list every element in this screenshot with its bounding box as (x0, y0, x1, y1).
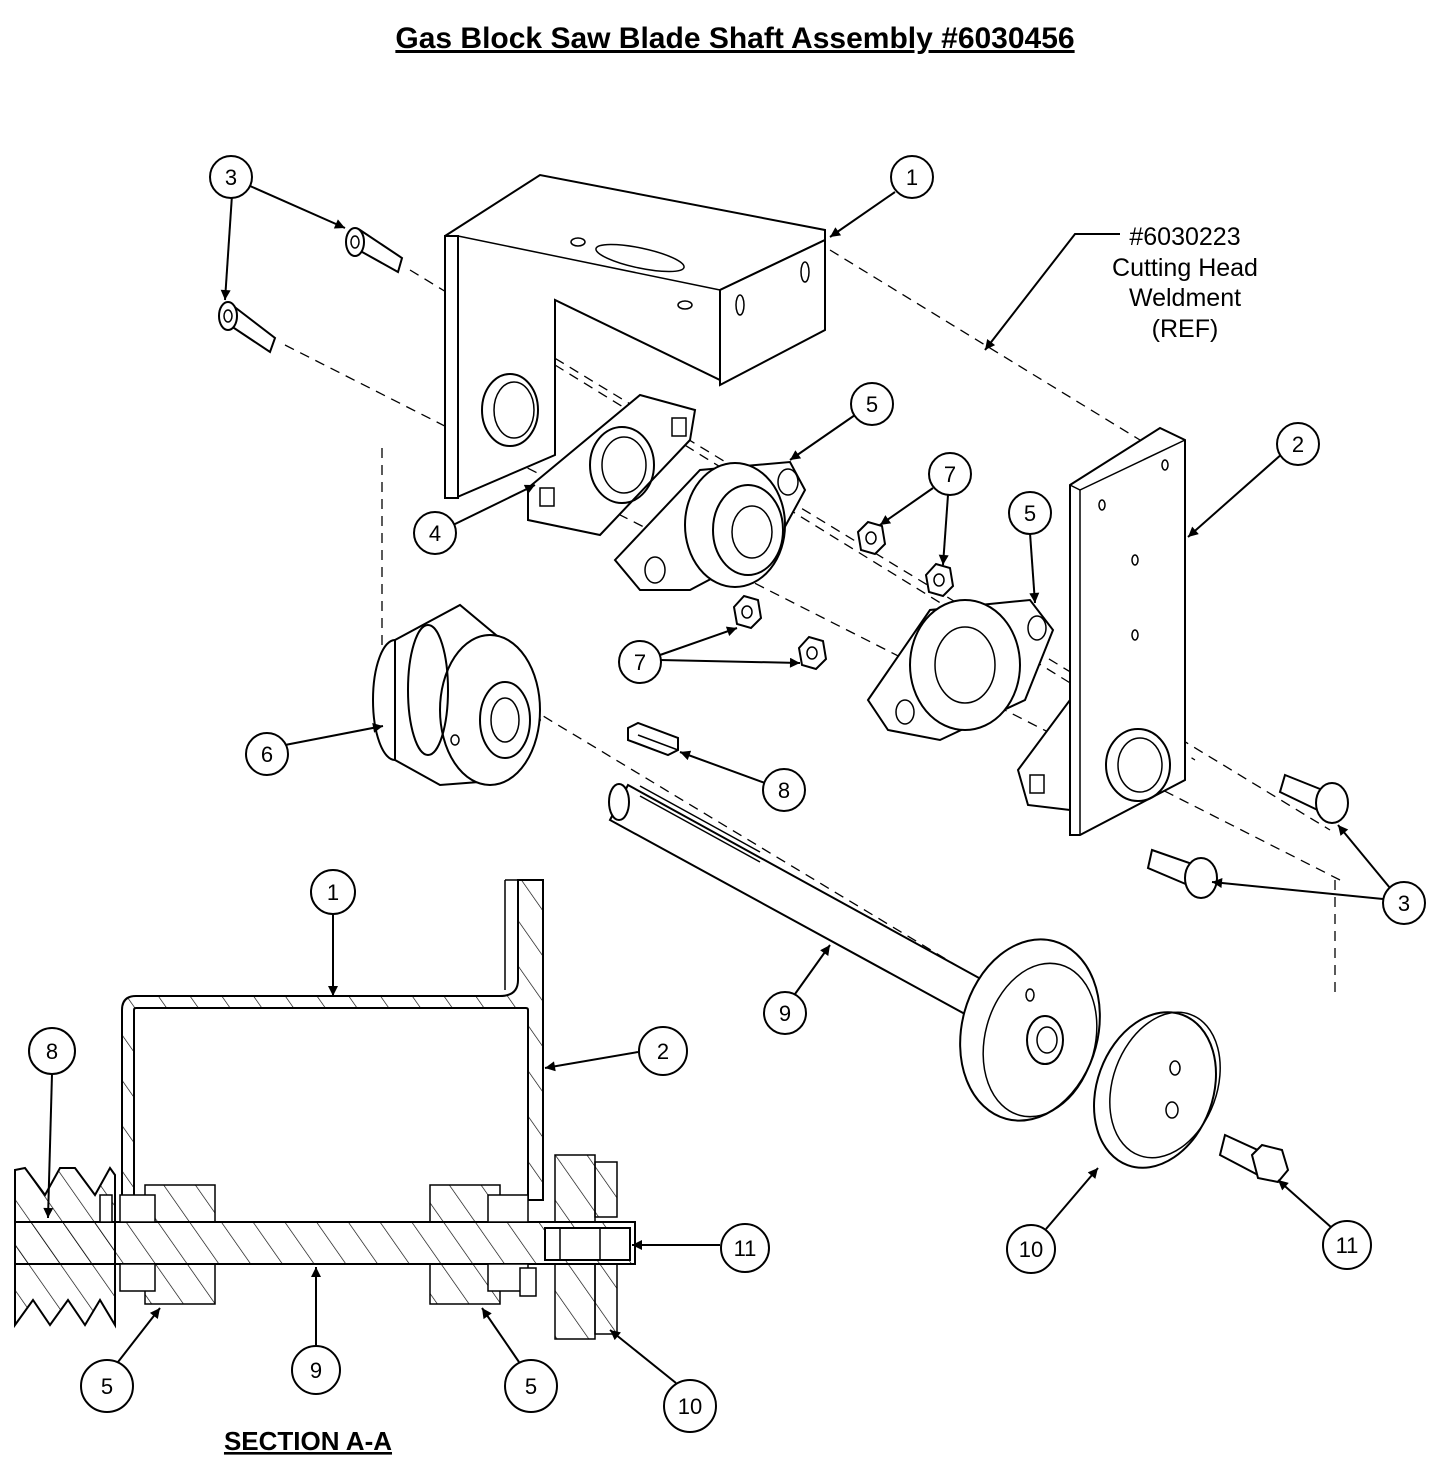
svg-text:11: 11 (1336, 1233, 1359, 1258)
part-3-bolts-upper (218, 227, 404, 354)
callouts-exploded: 3 1 5 4 7 5 2 7 6 8 3 9 10 11 (209, 155, 1426, 1274)
part-11-hex-bolt (1218, 1133, 1290, 1184)
svg-text:6: 6 (261, 742, 273, 767)
callout-9-section: 9 (291, 1345, 341, 1395)
callout-1-top: 1 (890, 155, 934, 199)
svg-text:5: 5 (525, 1374, 537, 1399)
callout-7-lower: 7 (618, 640, 662, 684)
callout-5-section-right: 5 (504, 1359, 558, 1413)
callout-11-section: 11 (720, 1223, 770, 1273)
part-9-shaft (608, 783, 1012, 1027)
part-7-nuts (732, 520, 955, 671)
section-label: SECTION A-A (224, 1426, 392, 1456)
part-4-spacer-plate (527, 393, 697, 537)
callout-leaders-exploded (220, 185, 1391, 1230)
svg-text:8: 8 (778, 778, 790, 803)
callout-leaders-section (43, 914, 720, 1384)
callout-9-exploded: 9 (763, 991, 807, 1035)
svg-text:9: 9 (779, 1001, 791, 1026)
part-5-flange-bearing-upper (613, 460, 807, 591)
svg-text:4: 4 (429, 521, 441, 546)
reference-note-line-1: #6030223 (1129, 223, 1240, 251)
svg-text:1: 1 (906, 165, 918, 190)
part-2-side-plate (1016, 426, 1186, 836)
callout-4: 4 (413, 511, 457, 555)
svg-text:7: 7 (944, 462, 956, 487)
svg-text:10: 10 (1019, 1237, 1043, 1262)
svg-text:9: 9 (310, 1358, 322, 1383)
svg-text:5: 5 (1024, 501, 1036, 526)
svg-text:3: 3 (225, 165, 237, 190)
part-5-flange-bearing-lower (866, 598, 1055, 742)
svg-text:2: 2 (657, 1039, 669, 1064)
svg-text:5: 5 (101, 1374, 113, 1399)
reference-note: #6030223 Cutting Head Weldment (REF) (1112, 223, 1258, 343)
reference-note-line-2: Cutting Head (1112, 254, 1258, 282)
reference-leader (984, 233, 1120, 351)
callout-5-lower: 5 (1008, 491, 1052, 535)
part-3-bolts-lower (1146, 773, 1349, 899)
reference-note-line-4: (REF) (1152, 315, 1219, 343)
callouts-section: 1 8 2 11 5 9 5 10 (28, 869, 770, 1433)
callout-6: 6 (245, 732, 289, 776)
svg-text:10: 10 (678, 1394, 702, 1419)
callout-5-upper: 5 (850, 382, 894, 426)
callout-5-section-left: 5 (80, 1359, 134, 1413)
svg-text:8: 8 (46, 1039, 58, 1064)
callout-10-exploded: 10 (1006, 1224, 1056, 1274)
callout-2-exploded: 2 (1276, 422, 1320, 466)
diagram-title: Gas Block Saw Blade Shaft Assembly #6030… (395, 22, 1074, 55)
svg-text:7: 7 (634, 650, 646, 675)
part-1-bracket (444, 173, 826, 499)
callout-8-section: 8 (28, 1027, 76, 1075)
svg-text:11: 11 (734, 1236, 757, 1261)
svg-text:1: 1 (327, 880, 339, 905)
callout-11-exploded: 11 (1322, 1220, 1372, 1270)
callout-1-section: 1 (310, 869, 356, 915)
svg-text:3: 3 (1398, 891, 1410, 916)
callout-2-section: 2 (638, 1026, 688, 1076)
reference-note-line-3: Weldment (1129, 284, 1241, 312)
svg-text:2: 2 (1292, 432, 1304, 457)
part-8-key (627, 721, 679, 757)
callout-3-lower: 3 (1382, 881, 1426, 925)
part-10-blade-flange-outer (1093, 1011, 1221, 1169)
callout-3-top: 3 (209, 155, 253, 199)
svg-text:5: 5 (866, 392, 878, 417)
part-10-blade-flange-inner (959, 938, 1101, 1122)
part-6-pulley (372, 603, 542, 787)
callout-10-section: 10 (663, 1379, 717, 1433)
callout-7-upper: 7 (928, 452, 972, 496)
callout-8-exploded: 8 (762, 768, 806, 812)
section-a-a-view (14, 879, 636, 1340)
